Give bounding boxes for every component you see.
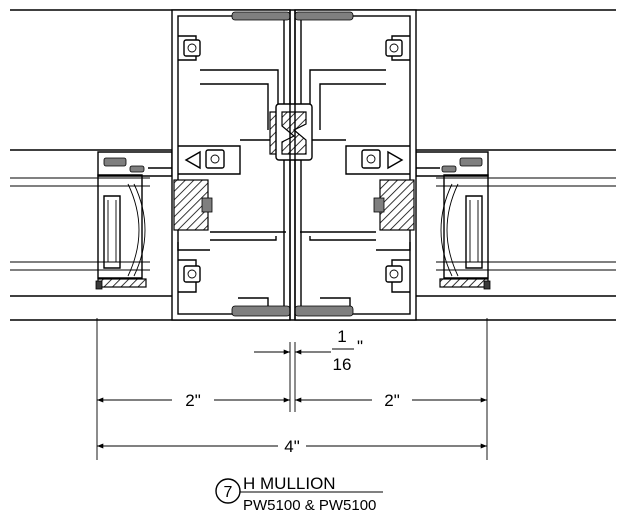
detail-number-bubble xyxy=(215,478,241,504)
right-width-dimension: 2" xyxy=(295,391,487,410)
right-mullion-profile xyxy=(294,9,417,321)
gap-dimension: 1 16 " xyxy=(254,327,363,374)
left-width-label: 2" xyxy=(185,391,201,410)
detail-title: H MULLION xyxy=(243,474,336,493)
total-width-dimension: 4" xyxy=(97,437,487,456)
detail-number: 7 xyxy=(224,484,233,501)
right-glazing-unit xyxy=(415,151,616,290)
gap-denominator-label: 16 xyxy=(333,355,352,374)
right-width-label: 2" xyxy=(384,391,400,410)
detail-subtitle: PW5100 & PW5100 xyxy=(243,497,376,514)
center-shear-block xyxy=(275,10,313,320)
detail-title-block: 7 H MULLION PW5100 & PW5100 xyxy=(215,474,383,514)
gap-unit-label: " xyxy=(357,337,363,356)
left-width-dimension: 2" xyxy=(97,391,290,410)
left-mullion-profile xyxy=(171,9,291,321)
total-width-label: 4" xyxy=(284,437,300,456)
left-glazing-unit xyxy=(10,151,173,290)
gap-numerator-label: 1 xyxy=(337,327,346,346)
